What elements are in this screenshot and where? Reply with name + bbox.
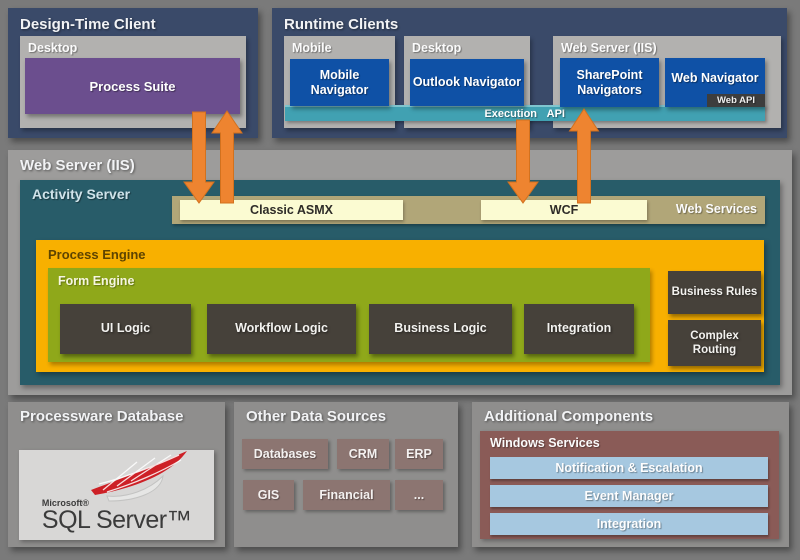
activity-server-title: Activity Server [32, 186, 131, 202]
windows-services-label: Windows Services [490, 436, 600, 450]
more-sources-chip: ... [395, 480, 443, 510]
outlook-navigator-box: Outlook Navigator [410, 59, 524, 106]
processware-database-box: Processware Database Microsoft® SQL Serv… [8, 402, 225, 547]
web-navigator-box: Web Navigator Web API [665, 58, 765, 107]
runtime-desktop-label: Desktop [412, 41, 462, 55]
web-services-label: Web Services [675, 202, 757, 216]
additional-components-title: Additional Components [484, 408, 654, 425]
runtime-clients-box: Runtime Clients Mobile Mobile Navigator … [272, 8, 787, 138]
business-logic-module: Business Logic [369, 304, 512, 354]
design-time-client-title: Design-Time Client [20, 16, 156, 33]
notification-escalation-bar: Notification & Escalation [490, 457, 768, 479]
other-data-sources-title: Other Data Sources [246, 408, 387, 425]
sql-server-label: SQL Server™ [41, 506, 192, 534]
sql-server-wordmark: Microsoft® SQL Server™ [41, 498, 192, 534]
ui-logic-module: UI Logic [60, 304, 191, 354]
windows-services-box: Windows Services Notification & Escalati… [480, 431, 779, 539]
integration-module: Integration [524, 304, 634, 354]
design-time-client-box: Design-Time Client Desktop Process Suite [8, 8, 258, 138]
process-suite-box: Process Suite [25, 58, 240, 114]
mobile-navigator-box: Mobile Navigator [290, 59, 389, 106]
web-api-badge: Web API [707, 94, 765, 107]
web-server-iis-box: Web Server (IIS) Activity Server Classic… [8, 150, 792, 395]
microsoft-label: Microsoft® [41, 498, 90, 508]
sql-server-swirl-icon [91, 451, 187, 502]
web-server-iis-title: Web Server (IIS) [20, 157, 135, 174]
web-services-band: Classic ASMX WCF Web Services [172, 196, 765, 224]
runtime-mobile-label: Mobile [292, 41, 332, 55]
classic-asmx-bar: Classic ASMX [180, 200, 403, 220]
process-engine-title: Process Engine [48, 247, 146, 262]
runtime-webserver-label: Web Server (IIS) [561, 41, 657, 55]
execution-api-label: Execution API [484, 108, 565, 120]
form-engine-box: Form Engine UI Logic Workflow Logic Busi… [48, 268, 650, 362]
form-engine-title: Form Engine [58, 274, 135, 288]
additional-components-box: Additional Components Windows Services N… [472, 402, 789, 547]
business-rules-module: Business Rules [668, 271, 761, 314]
design-time-desktop-box: Desktop Process Suite [20, 36, 246, 128]
databases-chip: Databases [242, 439, 328, 469]
process-engine-box: Process Engine Form Engine UI Logic Work… [36, 240, 764, 372]
other-data-sources-box: Other Data Sources Databases CRM ERP GIS… [234, 402, 458, 547]
complex-routing-module: Complex Routing [668, 320, 761, 366]
sharepoint-navigators-box: SharePoint Navigators [560, 58, 659, 107]
crm-chip: CRM [337, 439, 389, 469]
sql-server-logo-panel: Microsoft® SQL Server™ [19, 450, 214, 540]
processware-database-title: Processware Database [20, 408, 184, 425]
web-navigator-label: Web Navigator [671, 71, 759, 85]
financial-chip: Financial [303, 480, 390, 510]
wcf-bar: WCF [481, 200, 647, 220]
gis-chip: GIS [243, 480, 294, 510]
erp-chip: ERP [395, 439, 443, 469]
design-time-desktop-label: Desktop [28, 41, 78, 55]
execution-api-bar: Execution API [285, 105, 765, 121]
integration-bar: Integration [490, 513, 768, 535]
runtime-clients-title: Runtime Clients [284, 16, 399, 33]
workflow-logic-module: Workflow Logic [207, 304, 356, 354]
activity-server-box: Activity Server Classic ASMX WCF Web Ser… [20, 180, 780, 385]
event-manager-bar: Event Manager [490, 485, 768, 507]
